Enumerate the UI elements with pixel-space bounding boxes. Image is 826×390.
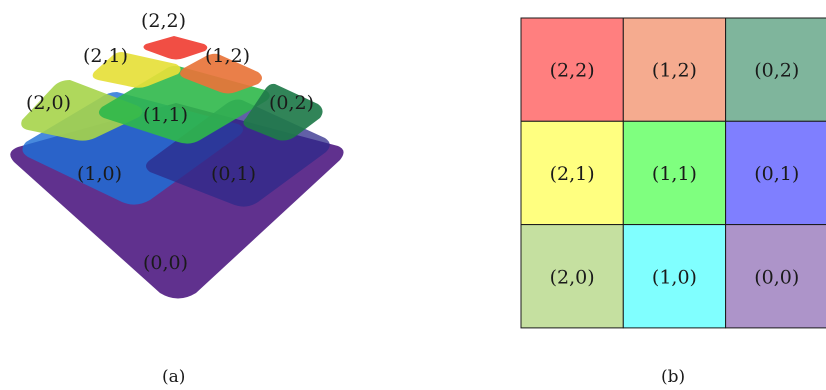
pyramid-label-1-2: (1,2) — [205, 45, 250, 67]
grid-cell-label: (1,1) — [652, 163, 697, 185]
pyramid-label-1-0: (1,0) — [77, 163, 122, 185]
pyramid-layer-2-1 — [92, 52, 181, 88]
grid-diagram: (2,2) (1,2) (0,2) (2,1) (1,1) (0,1) (2,0) (1,0)… — [520, 17, 826, 329]
grid-cell-label: (0,0) — [754, 266, 799, 288]
pyramid-layer-1-2 — [180, 53, 262, 94]
grid-cell-label: (2,2) — [550, 60, 595, 82]
grid-cell-label: (1,2) — [652, 60, 697, 82]
grid-cell — [725, 17, 826, 122]
grid-cell — [520, 120, 624, 226]
grid-cell-label: (1,0) — [652, 266, 697, 288]
caption-b: (b) — [661, 367, 685, 387]
pyramid-layer-2-0 — [21, 80, 143, 141]
pyramid-diagram: (2,2) (2,1) (1,2) (2,0) (1,1) (0,2) (1,0… — [10, 10, 344, 387]
caption-a: (a) — [162, 367, 185, 387]
pyramid-label-0-2: (0,2) — [269, 92, 314, 114]
grid-cell — [520, 224, 624, 329]
pyramid-layer-0-2 — [243, 83, 323, 141]
grid-cell-label: (0,2) — [754, 60, 799, 82]
pyramid-label-2-0: (2,0) — [26, 92, 71, 114]
grid-cell-label: (2,0) — [550, 266, 595, 288]
pyramid-label-0-1: (0,1) — [211, 163, 256, 185]
grid-cell — [725, 120, 826, 226]
grid-cell — [520, 17, 624, 122]
pyramid-layer-2-2 — [143, 36, 208, 60]
grid-cell — [622, 120, 727, 226]
grid-cell — [725, 224, 826, 329]
pyramid-label-1-1: (1,1) — [143, 104, 188, 126]
grid-cell — [622, 224, 727, 329]
grid-cell-label: (2,1) — [550, 163, 595, 185]
pyramid-label-2-2: (2,2) — [141, 10, 186, 32]
pyramid-label-2-1: (2,1) — [83, 45, 128, 67]
grid-cell — [622, 17, 727, 122]
pyramid-label-0-0: (0,0) — [143, 252, 188, 274]
grid-cell-label: (0,1) — [754, 163, 799, 185]
